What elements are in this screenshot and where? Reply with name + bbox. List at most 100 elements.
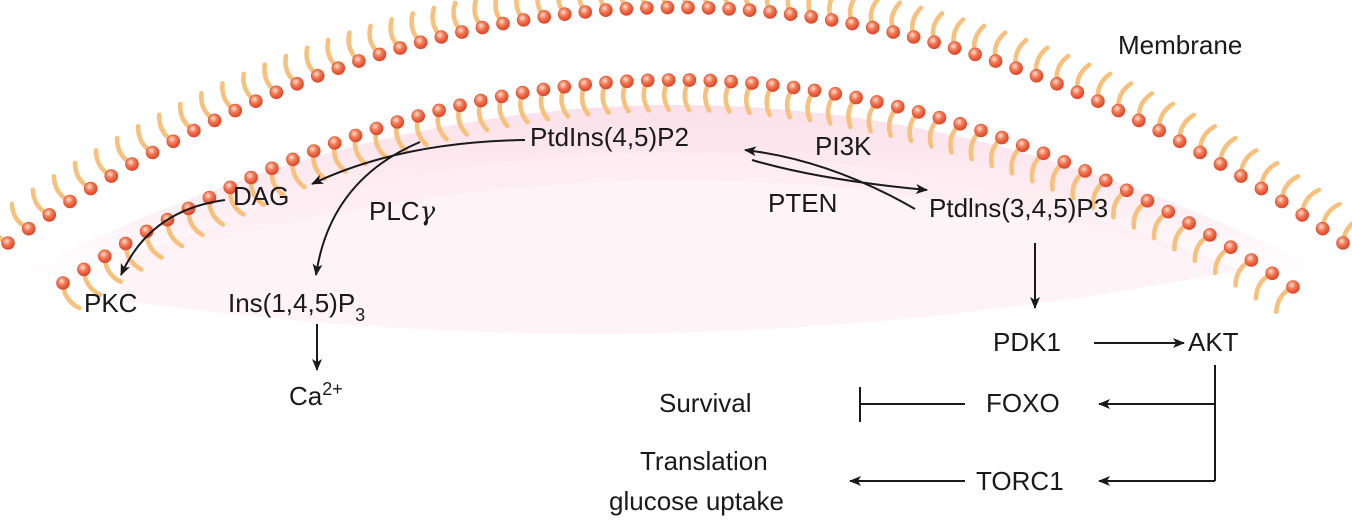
lipid-head — [1193, 145, 1207, 160]
lipid-head — [1254, 181, 1269, 196]
lipid-head — [244, 170, 258, 185]
lipid-head — [953, 117, 968, 131]
lipid-head — [640, 73, 655, 88]
label-plcg: PLCγ — [369, 196, 436, 227]
node-calcium: Ca2+ — [289, 379, 343, 411]
lipid-head — [1009, 61, 1023, 75]
lipid-head — [125, 157, 139, 171]
lipid-head — [682, 73, 697, 87]
outer-leaflet-heads — [1, 0, 1350, 250]
lipid-head — [1223, 240, 1238, 254]
lipid-head — [890, 99, 905, 114]
lipid-head — [1029, 69, 1044, 83]
lipid-head — [1078, 164, 1092, 178]
node-akt: AKT — [1188, 327, 1239, 357]
membrane-label: Membrane — [1118, 30, 1242, 60]
lipid-head — [828, 87, 843, 101]
lipid-head — [1152, 123, 1166, 138]
lipid-head — [661, 73, 676, 87]
lipid-head — [783, 7, 798, 21]
lipid-head — [995, 130, 1009, 145]
outcome-glucose-uptake: glucose uptake — [609, 486, 784, 516]
lipid-head — [21, 221, 36, 236]
node-torc1: TORC1 — [976, 466, 1064, 496]
lipid-head — [968, 47, 982, 62]
lipid-head — [202, 190, 217, 205]
lipid-head — [932, 110, 947, 125]
lipid-head — [83, 181, 98, 196]
cytosol-tint — [30, 105, 1320, 300]
lipid-head — [1140, 194, 1155, 208]
lipid-head — [824, 13, 839, 27]
lipid-head — [1182, 216, 1196, 230]
lipid-head — [265, 161, 279, 176]
lipid-head — [599, 75, 613, 90]
lipid-head — [118, 236, 133, 251]
lipid-head — [557, 80, 572, 94]
lipid-head — [619, 2, 634, 16]
node-foxo: FOXO — [986, 388, 1060, 418]
lipid-head — [390, 115, 405, 129]
lipid-head — [475, 20, 490, 35]
lipid-head — [496, 16, 510, 31]
arrow-ptdins45p2-to-ip3 — [312, 141, 421, 276]
lipid-head — [1050, 77, 1064, 91]
lipid-head — [411, 109, 426, 123]
lipid-head — [290, 77, 304, 91]
arrow-dag-to-pkc — [120, 199, 226, 276]
lipid-head — [807, 83, 822, 98]
lipid-head — [434, 30, 449, 44]
lipid-bilayer — [0, 0, 1352, 315]
lipid-head — [1, 236, 15, 250]
node-pkc: PKC — [84, 288, 137, 318]
lipid-head — [207, 113, 222, 128]
lipid-head — [1275, 194, 1289, 209]
lipid-head — [42, 208, 57, 222]
lipid-head — [536, 82, 551, 97]
lipid-head — [286, 152, 300, 167]
lipid-head — [187, 123, 201, 138]
lipid-head — [1295, 208, 1309, 222]
lipid-head — [166, 134, 181, 149]
lipid-head — [515, 85, 530, 100]
arrow-pten-reverse — [744, 146, 916, 210]
lipid-head — [331, 61, 346, 75]
lipid-head — [886, 25, 901, 39]
lipid-head — [1070, 85, 1085, 100]
lipid-head — [927, 35, 941, 50]
lipid-head — [269, 85, 284, 100]
lipid-head — [804, 10, 819, 24]
node-dag: DAG — [233, 181, 289, 211]
lipid-head — [988, 54, 1003, 68]
lipid-head — [393, 41, 407, 55]
lipid-head — [1203, 228, 1217, 242]
lipid-head — [763, 5, 777, 19]
lipid-head — [598, 3, 613, 17]
lipid-head — [1172, 134, 1187, 149]
lipid-head — [640, 1, 654, 15]
lipid-head — [77, 262, 91, 277]
lipid-head — [1036, 146, 1051, 161]
lipid-head — [1111, 103, 1126, 118]
lipid-head — [473, 93, 488, 108]
lipid-head — [724, 74, 738, 89]
inhibition-foxo-to-survival — [859, 387, 965, 422]
lipid-head — [1244, 253, 1259, 267]
lipid-head — [352, 54, 366, 68]
lipid-head — [906, 30, 921, 44]
lipid-head — [660, 0, 675, 15]
node-ip3: Ins(1,4,5)P3 — [228, 288, 365, 325]
lipid-head — [516, 13, 531, 27]
node-pdk1: PDK1 — [993, 327, 1061, 357]
outcome-survival: Survival — [659, 388, 751, 418]
lipid-head — [1286, 280, 1300, 294]
lipid-head — [306, 144, 321, 158]
lipid-head — [1161, 204, 1176, 219]
lipid-head — [145, 145, 160, 160]
lipid-head — [1265, 266, 1279, 281]
arrow-ptdins45p2-to-dag — [311, 139, 526, 185]
lipid-head — [681, 0, 695, 15]
lipid-head — [453, 98, 467, 113]
lipid-head — [703, 73, 718, 88]
